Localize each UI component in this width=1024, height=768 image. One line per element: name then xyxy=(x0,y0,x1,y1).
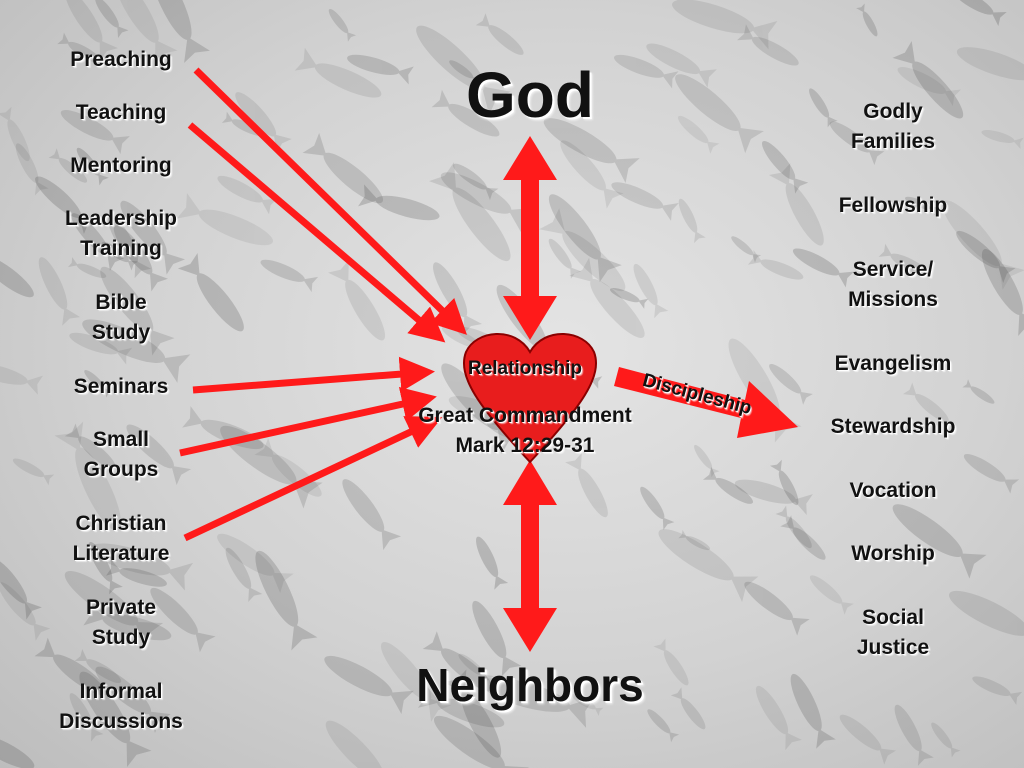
arrow-small-groups xyxy=(179,386,437,457)
left-item-bible-study: Bible Study xyxy=(91,291,151,344)
left-item-mentoring: Mentoring xyxy=(70,154,172,177)
double-arrow-neighbors xyxy=(503,460,557,652)
right-item-worship: Worship xyxy=(851,542,935,565)
left-item-small-groups: Small Groups xyxy=(83,428,159,481)
left-item-teaching: Teaching xyxy=(75,101,167,124)
title-god: God xyxy=(466,59,594,131)
right-item-evangelism: Evangelism xyxy=(834,352,952,375)
right-item-fellowship: Fellowship xyxy=(838,194,948,217)
heart-shape xyxy=(463,333,597,464)
arrow-seminars xyxy=(192,356,435,394)
right-item-vocation: Vocation xyxy=(849,479,937,502)
right-item-godly-families: Godly Families xyxy=(850,100,936,153)
scripture-reference-text: Mark 12:29-31 xyxy=(455,434,595,457)
heart-label-relationship: Relationship xyxy=(467,358,582,379)
double-arrow-god xyxy=(503,136,557,340)
left-item-seminars: Seminars xyxy=(73,375,169,398)
arrow-teaching xyxy=(187,122,446,343)
left-item-leadership-training: Leadership Training xyxy=(64,207,178,260)
left-item-informal-discussions: Informal Discussions xyxy=(59,680,183,733)
right-item-service-missions: Service/ Missions xyxy=(848,258,938,311)
left-item-christian-literature: Christian Literature xyxy=(72,512,170,565)
right-item-stewardship: Stewardship xyxy=(830,415,956,438)
arrow-christian-literature xyxy=(183,416,443,542)
great-commandment-text: Great Commandment xyxy=(418,404,632,427)
title-neighbors: Neighbors xyxy=(416,659,644,711)
discipleship-arrow xyxy=(614,367,798,438)
right-item-social-justice: Social Justice xyxy=(856,606,930,659)
left-item-private-study: Private Study xyxy=(85,596,157,649)
arrow-preaching xyxy=(193,67,468,335)
left-item-preaching: Preaching xyxy=(70,48,172,71)
